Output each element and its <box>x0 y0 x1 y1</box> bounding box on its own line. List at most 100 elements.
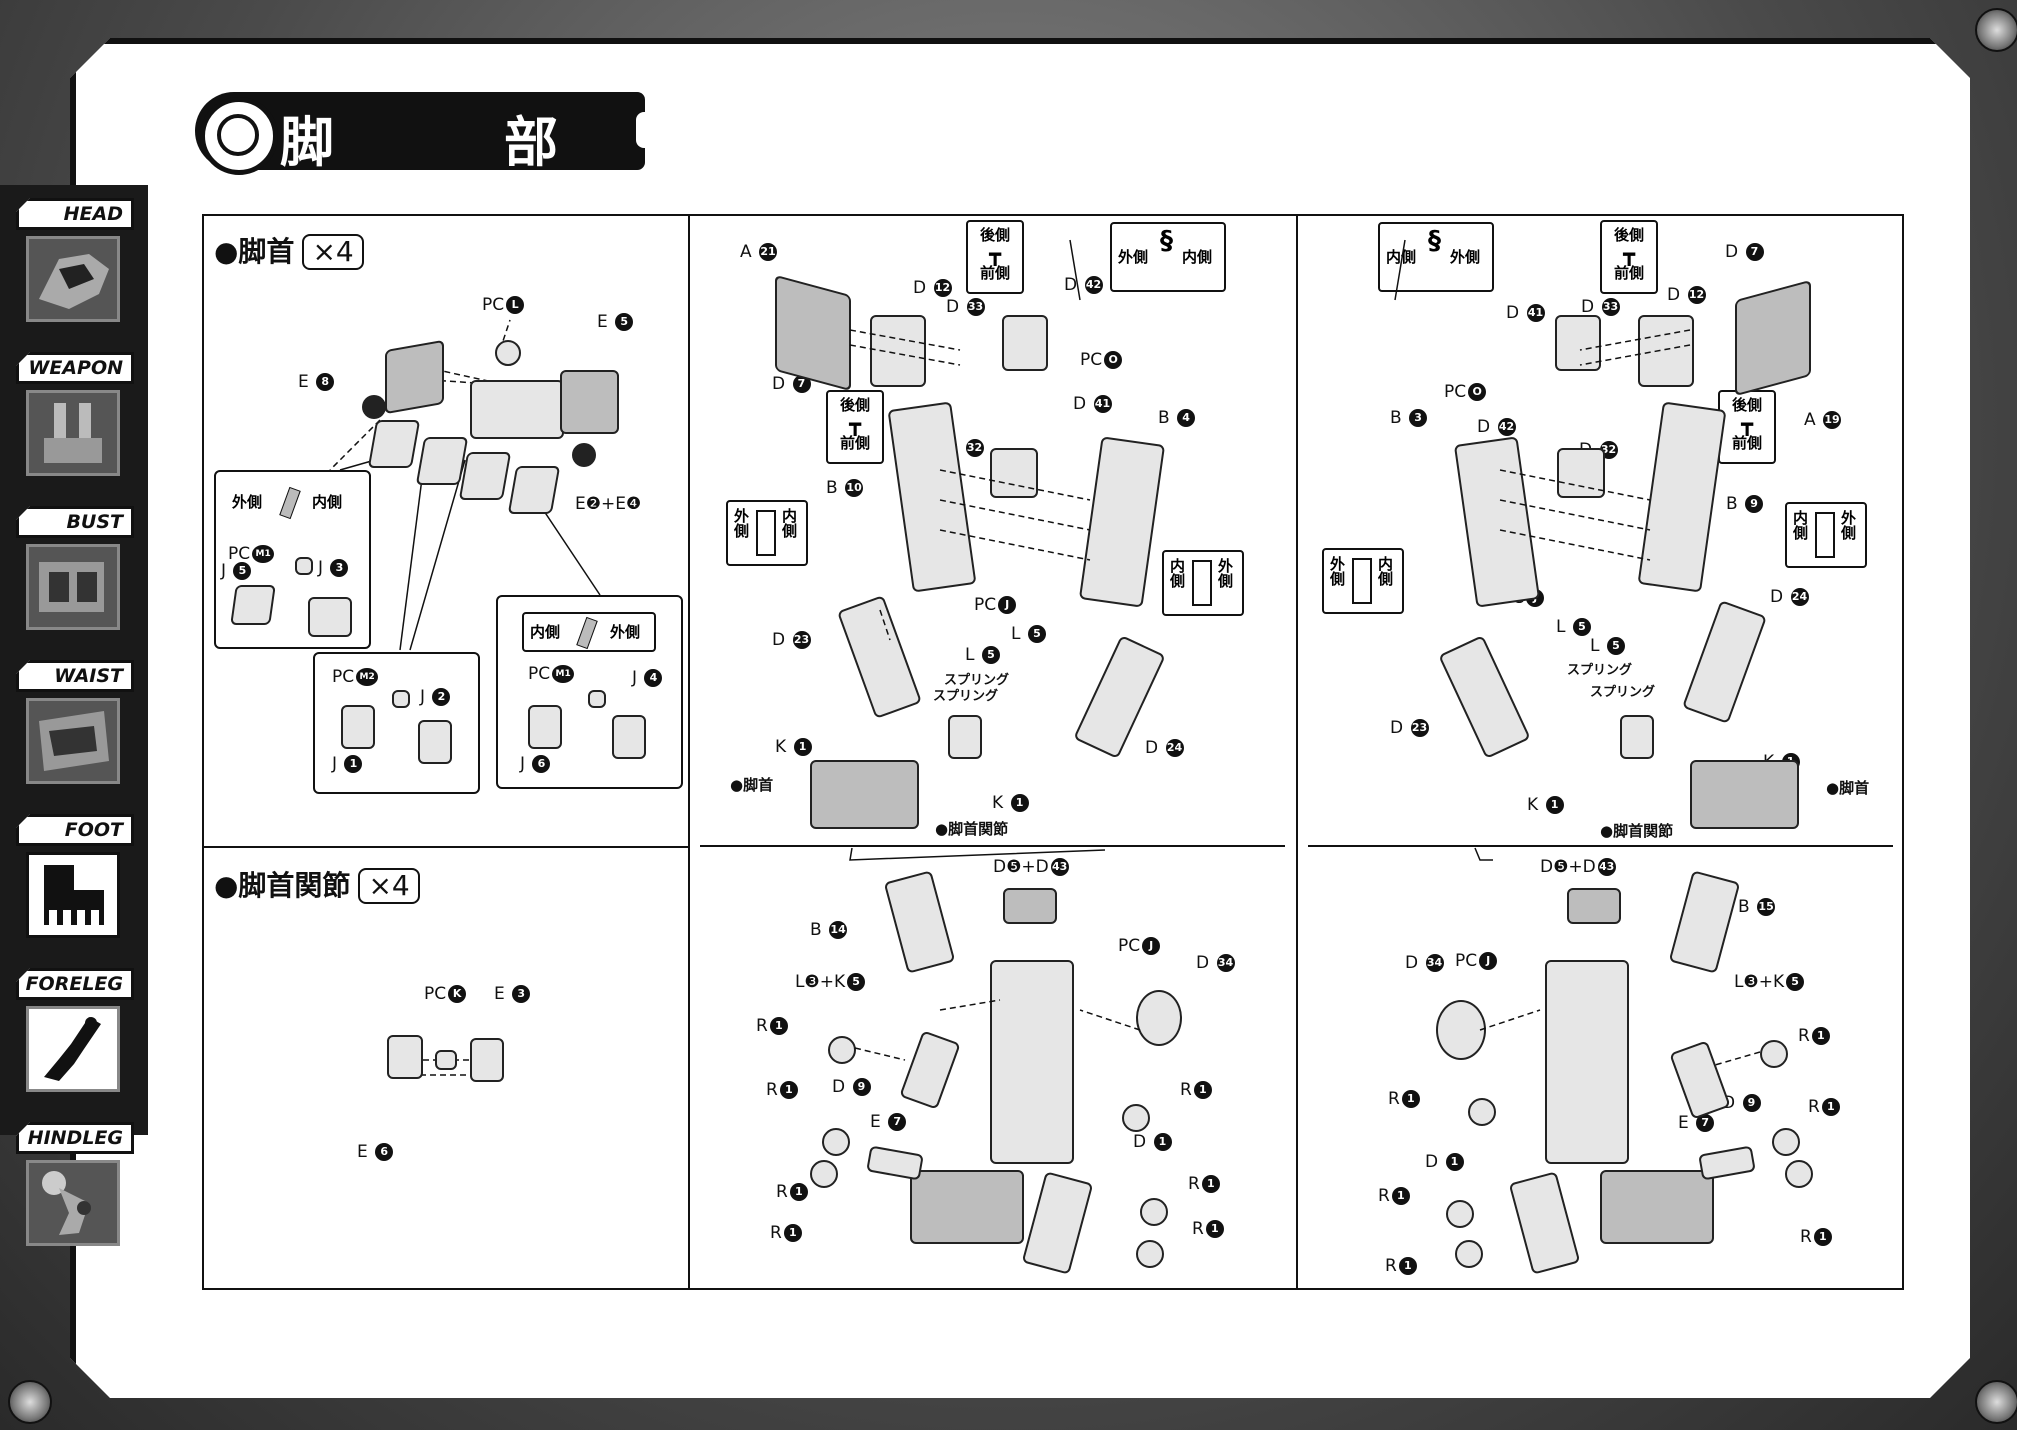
label-ankle-joint: ●脚首関節 <box>1600 822 1674 840</box>
tab-head[interactable]: HEAD <box>16 198 134 322</box>
label-k1a: K 1 <box>775 737 812 757</box>
foot-icon <box>26 852 120 938</box>
divider <box>1308 845 1893 847</box>
label-j5: J 5 <box>221 561 252 581</box>
label-e5: E 5 <box>597 312 634 332</box>
callout-direction: 内側 外側 <box>522 612 656 652</box>
callout-inner-outer: 内側 § 外側 <box>1378 222 1494 292</box>
tab-waist[interactable]: WAIST <box>16 660 134 784</box>
quantity-badge: ×4 <box>358 868 420 904</box>
label-a19: A 19 <box>1804 410 1842 430</box>
divider <box>700 845 1285 847</box>
label-d23: D 23 <box>1390 718 1429 738</box>
bust-icon <box>26 544 120 630</box>
part-r1-wheel <box>1772 1128 1800 1156</box>
label-d9: D 9 <box>832 1077 871 1097</box>
foreleg-icon <box>26 1006 120 1092</box>
label-d34: D 34 <box>1196 953 1235 973</box>
label-l5a: L 5 <box>1556 617 1591 637</box>
part-d41 <box>990 448 1038 498</box>
tab-weapon[interactable]: WEAPON <box>16 352 134 476</box>
label-d1: D 1 <box>1133 1132 1172 1152</box>
callout-back-front: 後側 ┳ 前側 <box>966 220 1024 294</box>
label-spring-1: スプリング <box>944 673 1010 688</box>
weapon-icon <box>26 390 120 476</box>
label-a21: A 21 <box>740 242 778 262</box>
part-d34 <box>1136 990 1182 1046</box>
tab-label: BUST <box>16 506 134 538</box>
part-j1 <box>341 705 375 749</box>
subassembly-box-2 <box>313 652 480 794</box>
label-spring-2: スプリング <box>933 689 999 704</box>
part-r1-wheel <box>1122 1104 1150 1132</box>
callout-side-2: 内側 外側 <box>1785 502 1867 568</box>
tab-foreleg[interactable]: FORELEG <box>16 968 134 1092</box>
tab-label: FORELEG <box>16 968 134 1000</box>
callout-back-front: 後側 ┳ 前側 <box>1600 220 1658 294</box>
corner-bolt-icon <box>8 1380 52 1424</box>
callout-direction: 外側 内側 <box>226 485 354 520</box>
label-d7: D 7 <box>1725 242 1764 262</box>
tab-hindleg[interactable]: HINDLEG <box>16 1122 134 1246</box>
part-ankle-block <box>810 760 919 829</box>
part-d41 <box>1555 315 1601 371</box>
tab-label: HINDLEG <box>16 1122 134 1154</box>
tab-bust[interactable]: BUST <box>16 506 134 630</box>
part-j6 <box>528 705 562 749</box>
part-r1-wheel <box>810 1160 838 1188</box>
section-title-text: ●脚首 <box>214 235 295 268</box>
rotate-icon <box>362 395 386 419</box>
label-d41: D 41 <box>1506 303 1545 323</box>
label-d42: D 42 <box>1064 275 1103 295</box>
label-spring-2: スプリング <box>1590 685 1656 700</box>
label-e2-e4: E❷+E❹ <box>575 494 642 514</box>
part-r1-wheel <box>828 1036 856 1064</box>
label-e7: E 7 <box>870 1112 907 1132</box>
part-j4 <box>612 715 646 759</box>
label-l5b: L 5 <box>1590 636 1625 656</box>
label-j1: J 1 <box>332 754 363 774</box>
hindleg-icon <box>26 1160 120 1246</box>
section-title-ankle-joint: ●脚首関節×4 <box>214 864 420 904</box>
quantity-badge: ×4 <box>302 234 364 270</box>
label-d23: D 23 <box>772 630 811 650</box>
label-d41: D 41 <box>1073 394 1112 414</box>
label-e3: E 3 <box>494 984 531 1004</box>
callout-back-front-2: 後側 ┳ 前側 <box>826 390 884 464</box>
corner-bolt-icon <box>1975 8 2017 52</box>
callout-back-front-2: 後側 ┳ 前側 <box>1718 390 1776 464</box>
part-r1-wheel <box>1455 1240 1483 1268</box>
part-r1-wheel <box>1785 1160 1813 1188</box>
label-j4: J 4 <box>632 668 663 688</box>
part-j3 <box>308 597 352 637</box>
label-d33: D 33 <box>946 297 985 317</box>
label-b4: B 4 <box>1158 408 1196 428</box>
label-b10: B 10 <box>826 478 864 498</box>
label-d12: D 12 <box>913 278 952 298</box>
part-d12 <box>870 315 926 387</box>
label-d34: D 34 <box>1405 953 1444 973</box>
part-r1-wheel <box>822 1128 850 1156</box>
part-e5 <box>560 370 619 434</box>
part-pc-m2 <box>392 690 410 708</box>
tab-foot[interactable]: FOOT <box>16 814 134 938</box>
part-r1-wheel <box>1760 1040 1788 1068</box>
part-ankle-block <box>1690 760 1799 829</box>
part-joint-left <box>387 1035 423 1079</box>
label-e6: E 6 <box>357 1142 394 1162</box>
